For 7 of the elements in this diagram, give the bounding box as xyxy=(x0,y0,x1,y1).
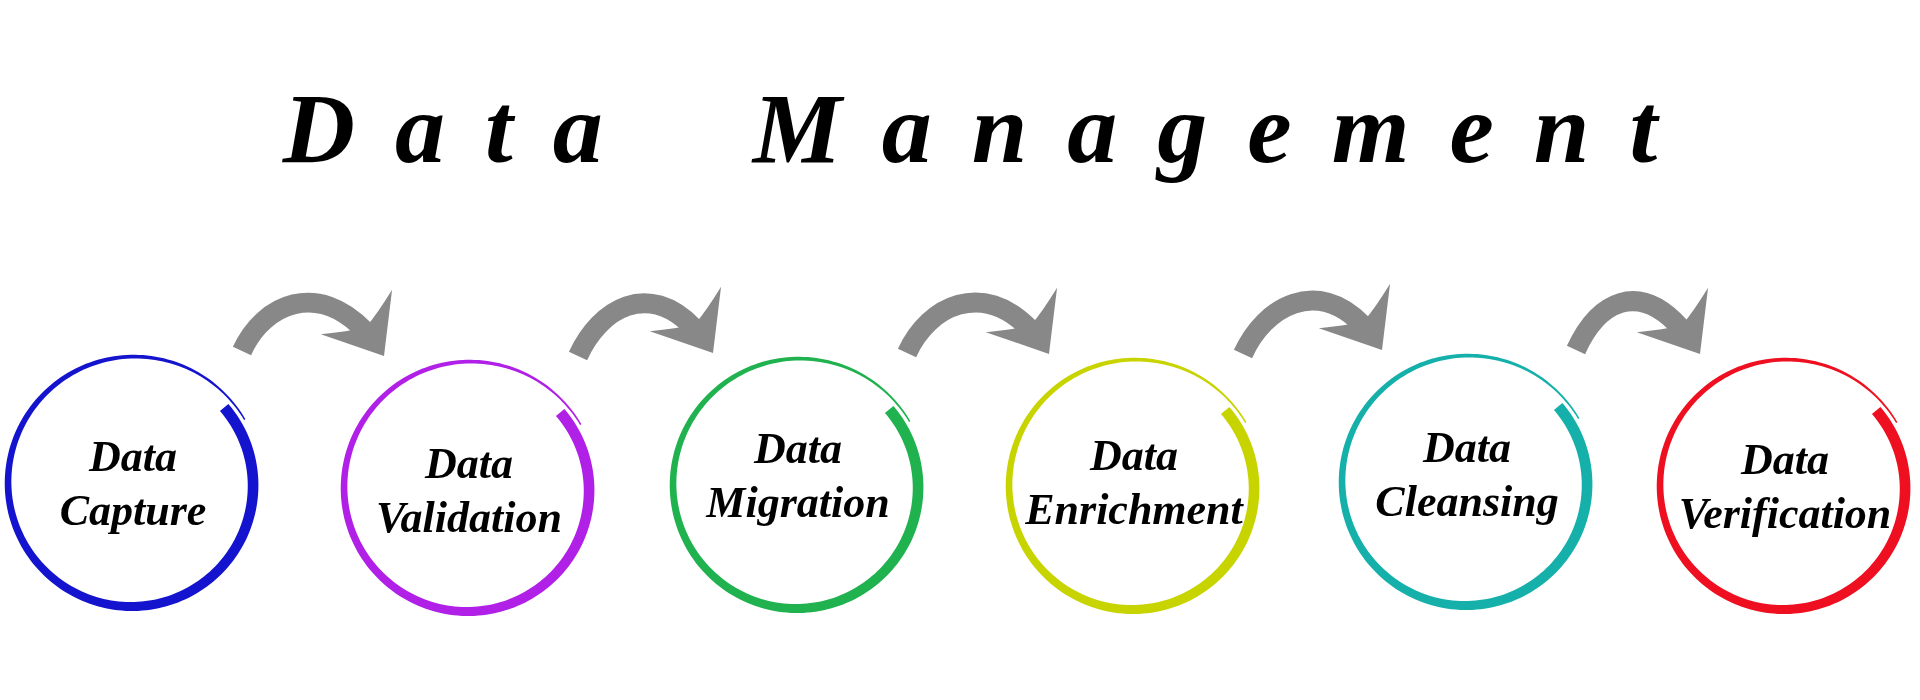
title: Data Management xyxy=(282,74,1698,184)
step-label: Data Enrichment xyxy=(1025,430,1243,536)
step-label: Data Validation xyxy=(376,438,562,544)
step-label: Data Migration xyxy=(706,423,890,529)
step-label: Data Capture xyxy=(59,431,207,537)
step-label: Data Verification xyxy=(1678,434,1892,540)
step-label: Data Cleansing xyxy=(1375,422,1559,528)
